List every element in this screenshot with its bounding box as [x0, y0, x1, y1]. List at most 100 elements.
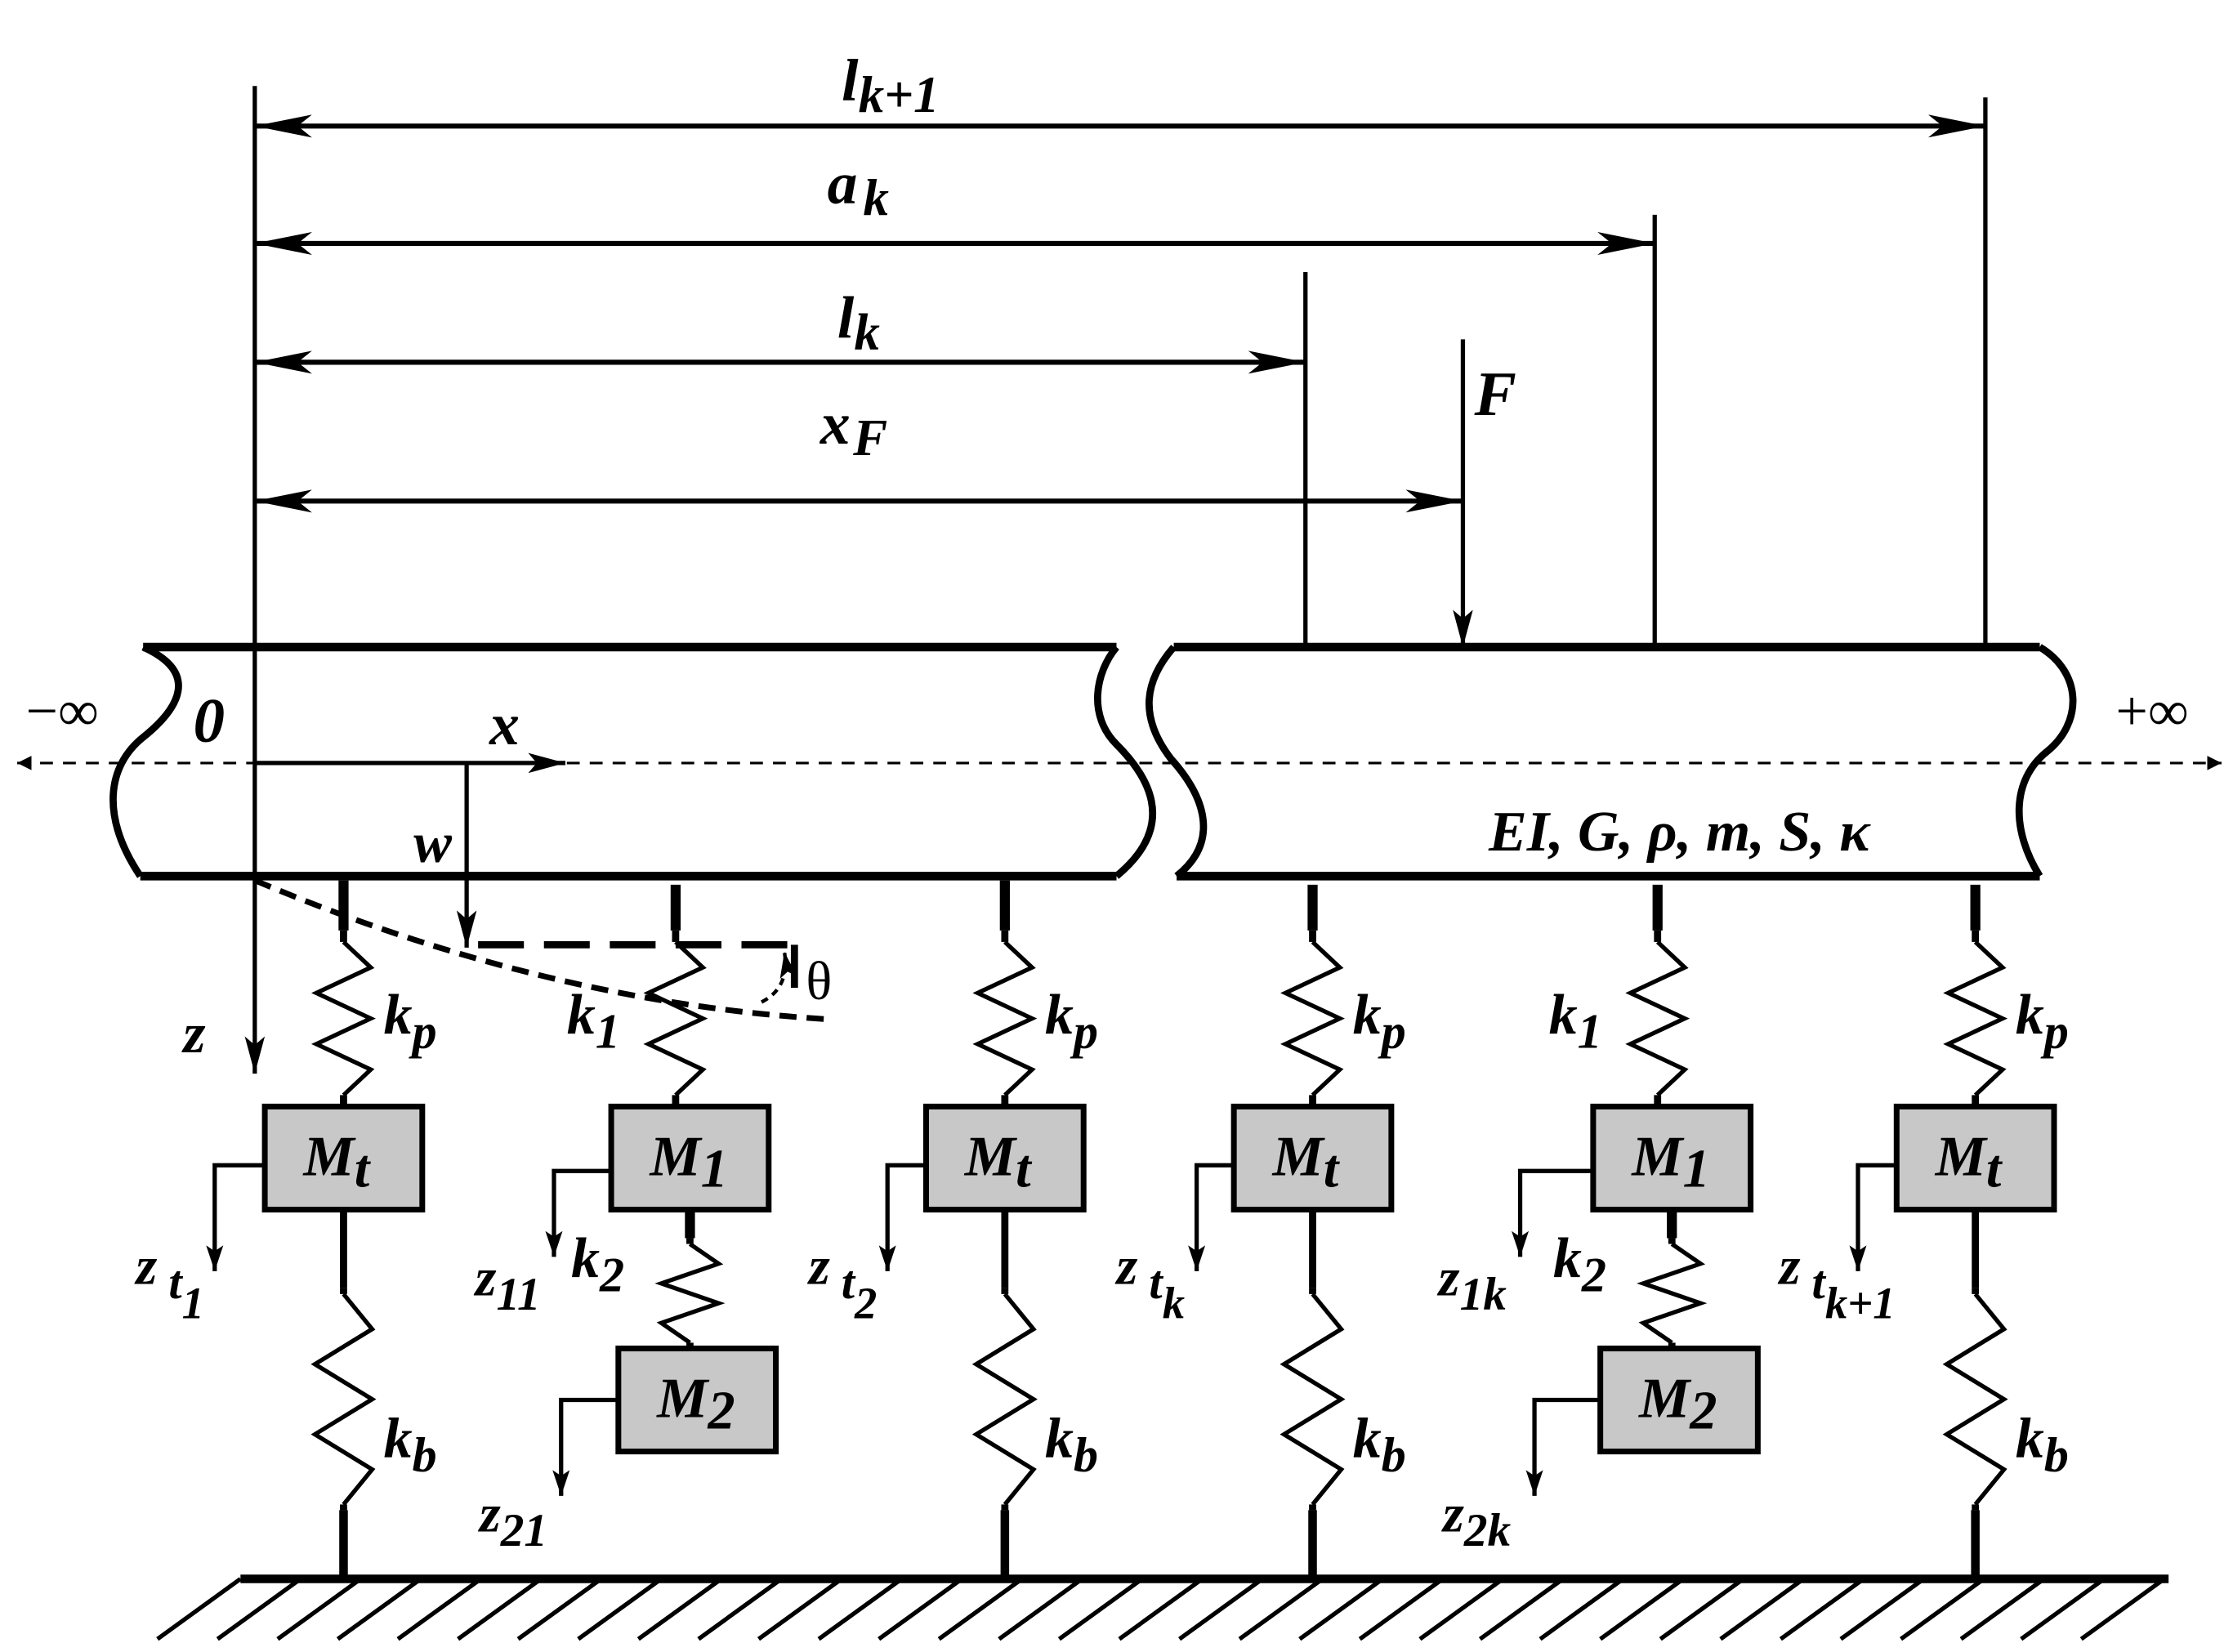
ground-hatch	[1900, 1577, 1985, 1641]
unit-k-mass-Mt-box	[1230, 1103, 1395, 1213]
resonator-k-label-z1: z1k	[1437, 1248, 1507, 1321]
unit-2-spring-kb	[971, 1293, 1038, 1507]
resonator-1-label-z1: z11	[474, 1248, 541, 1321]
point-load-F: F	[1453, 339, 1516, 648]
resonator-k-spring-k2	[1637, 1242, 1708, 1345]
unit-1-label-kb: kb	[384, 1408, 437, 1484]
unit-1-spring-kb	[310, 1293, 377, 1507]
resonator-1-spring-k2	[654, 1242, 726, 1345]
unit-2-mass-Mt-label: Mt	[964, 1125, 1033, 1199]
resonator-1-label-k2: k2	[571, 1227, 624, 1303]
ground-hatch	[396, 1577, 483, 1641]
resonator-1-disp-arrow-1	[545, 1168, 612, 1257]
unit-2-mass-Mt-box	[922, 1103, 1087, 1213]
label-plus-infinity: +∞	[2115, 681, 2188, 743]
label-lk1: lk+1	[842, 47, 939, 123]
unit-k1-disp-arrow	[1849, 1163, 1897, 1271]
ground-hatch	[1539, 1577, 1625, 1641]
ground-hatch	[1779, 1577, 1865, 1641]
resonator-k-mass-M1-label: M1	[1631, 1125, 1710, 1199]
unit-1-disp-arrow	[206, 1163, 266, 1271]
ground-hatch	[1178, 1577, 1264, 1641]
ground-hatch	[636, 1577, 723, 1641]
ground-hatch	[336, 1577, 422, 1641]
ground	[156, 1574, 2169, 1641]
ground-hatch	[1238, 1577, 1324, 1641]
unit-1-mass-Mt-box	[261, 1103, 426, 1213]
unit-k1-label-kp: kp	[2016, 984, 2069, 1060]
resonator-1-disp-arrow-2	[552, 1397, 619, 1496]
resonator-k-disp-arrow-2	[1525, 1397, 1601, 1496]
ground-hatch	[1959, 1577, 2046, 1641]
beam-properties: EI, G, ρ, m, S, κ	[1488, 801, 1871, 864]
deflection: θ z	[181, 877, 832, 1065]
resonator-1-mass-M2-label: M2	[656, 1368, 735, 1441]
label-theta: θ	[806, 952, 832, 1011]
ground-hatch	[697, 1577, 784, 1641]
resonator-1-mass-M1-box	[608, 1103, 772, 1213]
label-origin: 0	[194, 685, 226, 756]
label-lk: lk	[837, 284, 880, 361]
ground-hatch	[937, 1577, 1024, 1641]
deflection-curve	[253, 877, 828, 1023]
beam: −∞ +∞ 0 x w EI, G, ρ, m, S, κ	[17, 642, 2222, 948]
unit-1-label-kp: kp	[384, 984, 437, 1060]
label-F: F	[1473, 359, 1516, 429]
ground-hatch	[216, 1577, 302, 1641]
ground-hatch	[998, 1577, 1083, 1641]
label-xF: xF	[820, 390, 887, 467]
label-x: x	[489, 690, 520, 757]
unit-k1-spring-kb	[1942, 1293, 2008, 1507]
unit-2-spring-kp	[972, 940, 1038, 1097]
resonator-1-label-z2: z21	[478, 1485, 547, 1557]
resonator-k-mass-M2-label: M2	[1638, 1368, 1717, 1441]
resonator-1-mass-M1-label: M1	[649, 1125, 728, 1199]
ground-hatch	[577, 1577, 663, 1641]
unit-k-label-kb: kb	[1353, 1408, 1406, 1484]
ground-hatch	[1057, 1577, 1144, 1641]
beam-end-break	[2015, 644, 2077, 878]
ground-hatch	[1719, 1577, 1805, 1641]
resonator-1-spring-k1	[643, 940, 708, 1097]
unit-k-spring-kp	[1280, 940, 1345, 1097]
ground-hatch	[2020, 1577, 2106, 1641]
ground-hatch	[2079, 1577, 2166, 1641]
ground-hatch	[1418, 1577, 1505, 1641]
ground-hatch	[457, 1577, 543, 1641]
ground-hatch	[1358, 1577, 1445, 1641]
resonator-1-mass-M2-box	[615, 1345, 779, 1455]
resonator-1-label-k1: k1	[567, 984, 620, 1060]
resonator-k-label-z2: z2k	[1441, 1485, 1512, 1557]
label-z: z	[181, 1002, 205, 1065]
unit-k-disp-arrow	[1188, 1163, 1235, 1271]
unit-k1-spring-kp	[1943, 940, 2008, 1097]
resonator-k-label-k2: k2	[1553, 1227, 1606, 1303]
ground-hatch	[1839, 1577, 1926, 1641]
beam-right-break-right	[1146, 645, 1208, 879]
unit-2-disp-arrow	[878, 1163, 927, 1271]
ground-hatch	[156, 1577, 242, 1641]
resonator-k-disp-arrow-1	[1512, 1168, 1593, 1257]
ground-hatch	[276, 1577, 363, 1641]
resonator-k-label-k1: k1	[1549, 984, 1602, 1060]
ground-hatch	[1118, 1577, 1204, 1641]
ground-hatch	[817, 1577, 904, 1641]
label-minus-infinity: −∞	[26, 681, 99, 743]
unit-k-label-kp: kp	[1353, 984, 1406, 1060]
ground-hatch	[1599, 1577, 1685, 1641]
theta-arc	[760, 951, 797, 1004]
ground-hatch	[516, 1577, 603, 1641]
ground-hatch	[1478, 1577, 1565, 1641]
unit-k1-mass-Mt-label: Mt	[1935, 1125, 2003, 1199]
unit-k1-label-kb: kb	[2016, 1408, 2069, 1484]
beam-right-break-left	[1094, 645, 1156, 879]
beam-left-break	[109, 644, 182, 878]
ground-hatch	[1659, 1577, 1745, 1641]
